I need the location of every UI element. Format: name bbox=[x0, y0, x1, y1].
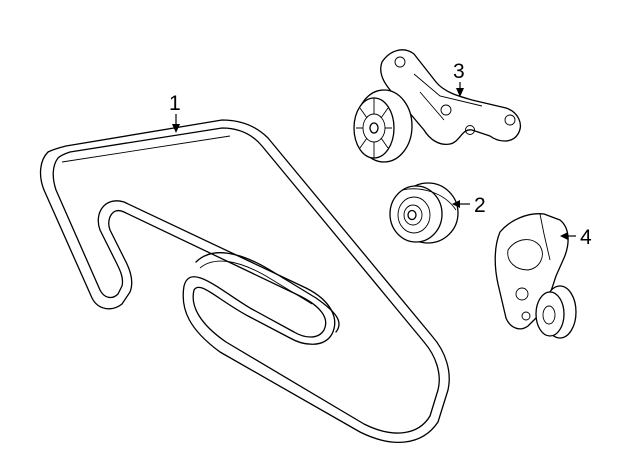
belt-tensioner[interactable] bbox=[494, 213, 577, 339]
idler-pulley[interactable] bbox=[389, 182, 459, 244]
callout-4-label: 4 bbox=[580, 226, 592, 249]
callout-1: 1 bbox=[169, 92, 181, 133]
drive-belt[interactable] bbox=[39, 119, 450, 443]
callout-3: 3 bbox=[453, 60, 465, 97]
callout-2: 2 bbox=[452, 194, 486, 217]
callout-3-label: 3 bbox=[453, 60, 465, 83]
water-pump-assembly[interactable] bbox=[353, 49, 521, 163]
callout-2-label: 2 bbox=[474, 194, 486, 217]
callout-4: 4 bbox=[560, 226, 592, 249]
callout-1-label: 1 bbox=[169, 92, 181, 115]
